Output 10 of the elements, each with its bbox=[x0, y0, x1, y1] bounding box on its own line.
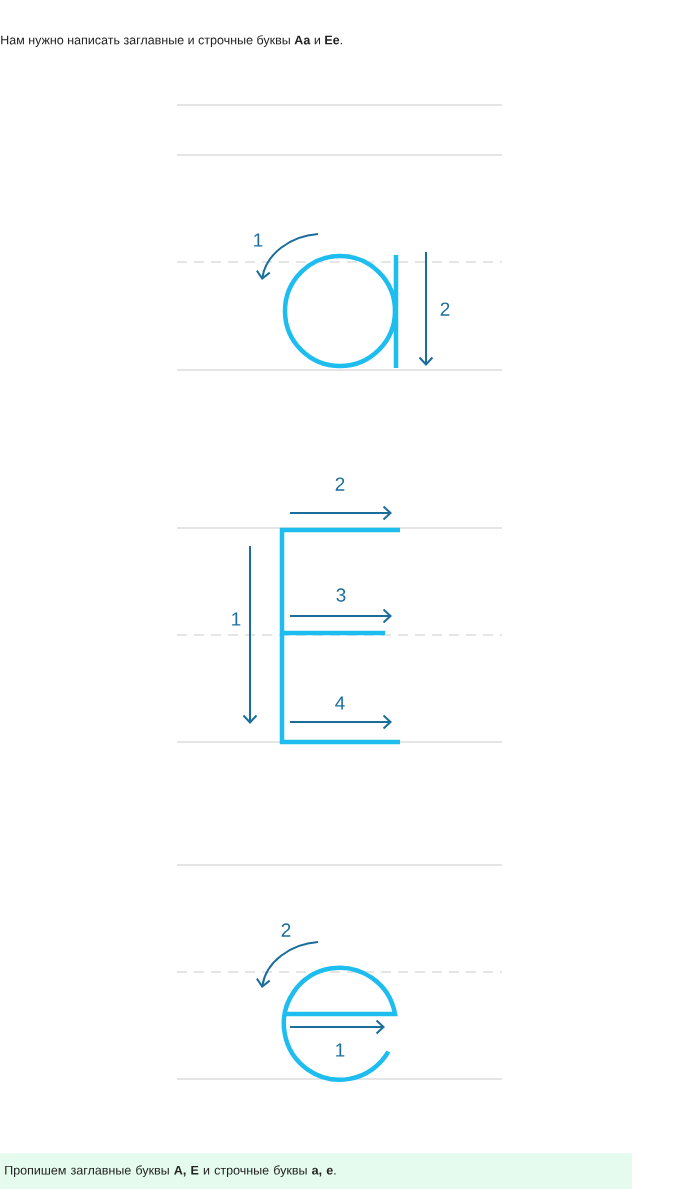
stroke-number: 1 bbox=[232, 612, 241, 626]
stroke-number: 1 bbox=[336, 1043, 345, 1057]
stroke-number: 4 bbox=[335, 696, 345, 710]
stroke-number: 1 bbox=[254, 233, 263, 247]
stroke-number: 2 bbox=[440, 302, 450, 316]
stroke-number: 2 bbox=[281, 923, 291, 937]
instruction-text: Нам нужно написать заглавные и строчные буквы Аа и Ее. bbox=[1, 35, 342, 47]
stroke-number: 2 bbox=[335, 477, 345, 491]
stroke-number: 3 bbox=[336, 588, 346, 602]
text-band: Пропишем заглавные буквы А, Е и строчные буквы а, е. bbox=[0, 1153, 633, 1189]
